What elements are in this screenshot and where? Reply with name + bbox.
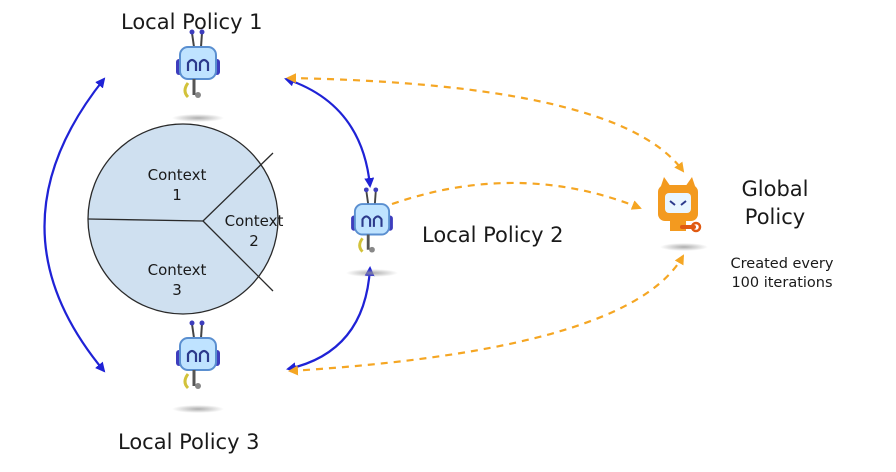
local-policy-1-label: Local Policy 1	[121, 10, 263, 34]
global-arrow-lp1	[286, 73, 685, 173]
sync-arrow-lp1-lp2	[284, 76, 375, 188]
sync-arrow-lp1-lp3	[43, 77, 106, 373]
context-pie	[87, 123, 279, 315]
global-policy-label: Global Policy	[741, 177, 809, 229]
global-arrow-lp2	[391, 181, 642, 210]
local-policy-3-robot-icon	[172, 319, 224, 413]
local-policy-2-label: Local Policy 2	[422, 223, 564, 247]
global-policy-note: Created every 100 iterations	[730, 256, 834, 291]
local-policy-1-robot-icon	[172, 28, 224, 122]
sync-arrow-lp2-lp3	[286, 266, 375, 373]
local-policy-3-label: Local Policy 3	[118, 430, 260, 454]
global-policy-cat-robot-icon	[656, 175, 708, 251]
local-policy-2-robot-icon	[346, 186, 398, 277]
